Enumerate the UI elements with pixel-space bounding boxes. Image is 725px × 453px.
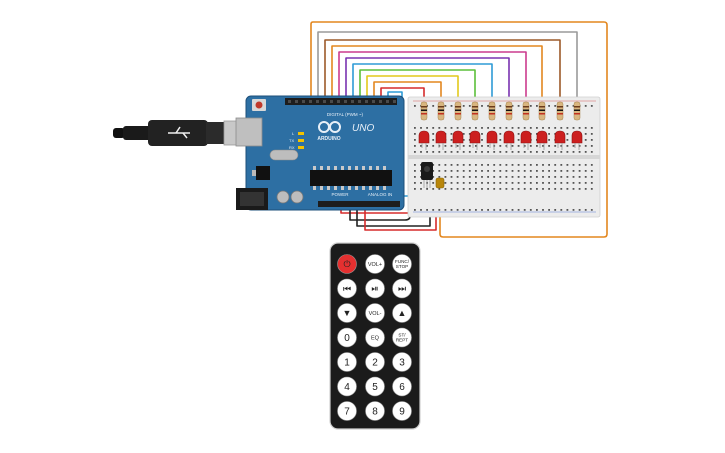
digital-pins: [288, 100, 396, 103]
tx-label: TX: [289, 138, 294, 143]
capacitor-small[interactable]: [435, 177, 445, 189]
wire-pink[interactable]: [338, 51, 527, 100]
digital-header[interactable]: [285, 98, 397, 105]
key-7[interactable]: 7: [337, 401, 357, 421]
arduino-uno[interactable]: DIGITAL (PWM ~) ARDUINO UNO L TX RX: [235, 95, 405, 211]
key-3[interactable]: 3: [392, 352, 412, 372]
led[interactable]: [418, 130, 430, 144]
key-label: ⏮: [343, 284, 351, 294]
led[interactable]: [503, 130, 515, 144]
arduino-logo: [318, 121, 341, 133]
wire-blue[interactable]: [352, 63, 493, 100]
key-9[interactable]: 9: [392, 401, 412, 421]
breadboard[interactable]: [407, 96, 601, 218]
vol-up-key[interactable]: VOL+: [365, 254, 385, 274]
arduino-model: UNO: [352, 123, 374, 134]
led[interactable]: [469, 130, 481, 144]
capacitor-2: [290, 190, 304, 204]
led[interactable]: [536, 130, 548, 144]
eq-key[interactable]: EQ: [365, 327, 385, 348]
key-label: 6: [399, 382, 405, 393]
key-label: 1: [344, 358, 350, 369]
key-label: 8: [372, 407, 378, 418]
led[interactable]: [452, 130, 464, 144]
led[interactable]: [486, 130, 498, 144]
led[interactable]: [520, 130, 532, 144]
wire-red-short[interactable]: [380, 87, 425, 100]
led[interactable]: [571, 130, 583, 144]
wire-orange-outer[interactable]: [310, 21, 608, 238]
st-rept-key[interactable]: ST/REPT: [392, 327, 412, 348]
key-label: STOP: [396, 264, 408, 269]
wire-gray[interactable]: [317, 31, 578, 100]
crystal: [269, 149, 299, 161]
led[interactable]: [435, 130, 447, 144]
digital-label: DIGITAL (PWM ~): [327, 112, 364, 117]
key-label: ▼: [343, 308, 352, 318]
wire-orange-short[interactable]: [373, 81, 442, 100]
l-label: L: [292, 131, 295, 136]
remote-keypad: ⏻ VOL+ FUNC/STOP ⏮ ⏯ ⏭ ▼ VOL- ▲ 0 EQ ST/REPT 1 2 3 4 5 6 7…: [337, 254, 412, 421]
key-0[interactable]: 0: [337, 327, 357, 348]
key-1[interactable]: 1: [337, 352, 357, 372]
key-label: VOL+: [368, 262, 382, 268]
wire-orange-inner[interactable]: [331, 45, 543, 100]
key-label: 5: [372, 382, 378, 393]
key-label: EQ: [371, 336, 380, 342]
key-label: 3: [399, 358, 405, 369]
next-key[interactable]: ⏭: [392, 278, 412, 299]
vol-down-key[interactable]: VOL-: [365, 303, 385, 323]
key-label: ▲: [398, 308, 407, 318]
power-key[interactable]: ⏻: [337, 254, 357, 274]
ir-remote[interactable]: ⏻ VOL+ FUNC/STOP ⏮ ⏯ ⏭ ▼ VOL- ▲ 0 EQ ST/REPT 1 2 3 4 5 6 7…: [329, 242, 421, 430]
wire-purple[interactable]: [345, 57, 510, 100]
key-label: ST/: [398, 333, 406, 338]
key-label: REPT: [396, 338, 408, 343]
key-label: 0: [344, 333, 350, 344]
wire-brown[interactable]: [324, 39, 561, 100]
func-stop-key[interactable]: FUNC/STOP: [392, 254, 412, 274]
key-8[interactable]: 8: [365, 401, 385, 421]
key-label: 2: [372, 358, 378, 369]
rx-label: RX: [289, 145, 295, 150]
wire-green[interactable]: [359, 69, 476, 100]
key-label: 9: [399, 407, 405, 418]
key-label: VOL-: [369, 311, 382, 317]
chip-legs: [313, 166, 386, 190]
usb-icon: [168, 126, 190, 139]
led-array: [418, 101, 583, 150]
key-label: 4: [344, 382, 350, 393]
key-2[interactable]: 2: [365, 352, 385, 372]
small-chip: [256, 166, 270, 180]
analog-header[interactable]: [362, 201, 400, 207]
wire-yellow[interactable]: [366, 75, 459, 100]
status-leds: [298, 132, 304, 149]
reset-button-cap[interactable]: [255, 101, 263, 109]
usb-jack: [235, 117, 263, 147]
analog-label: ANALOG IN: [368, 192, 393, 197]
key-label: ⏻: [343, 259, 350, 269]
key-6[interactable]: 6: [392, 376, 412, 397]
capacitor-1: [276, 190, 290, 204]
key-4[interactable]: 4: [337, 376, 357, 397]
key-label: FUNC/: [395, 259, 410, 264]
power-header[interactable]: [318, 201, 370, 207]
led[interactable]: [554, 130, 566, 144]
down-key[interactable]: ▼: [337, 303, 357, 323]
atmega-chip: [310, 170, 392, 186]
ir-receiver[interactable]: [421, 162, 433, 188]
key-label: ⏯: [371, 284, 378, 294]
key-5[interactable]: 5: [365, 376, 385, 397]
key-label: ⏭: [398, 284, 406, 294]
play-pause-key[interactable]: ⏯: [365, 278, 385, 299]
power-label: POWER: [331, 192, 349, 197]
key-label: 7: [344, 407, 350, 418]
arduino-logo-text: ARDUINO: [317, 136, 340, 142]
prev-key[interactable]: ⏮: [337, 278, 357, 299]
up-key[interactable]: ▲: [392, 303, 412, 323]
